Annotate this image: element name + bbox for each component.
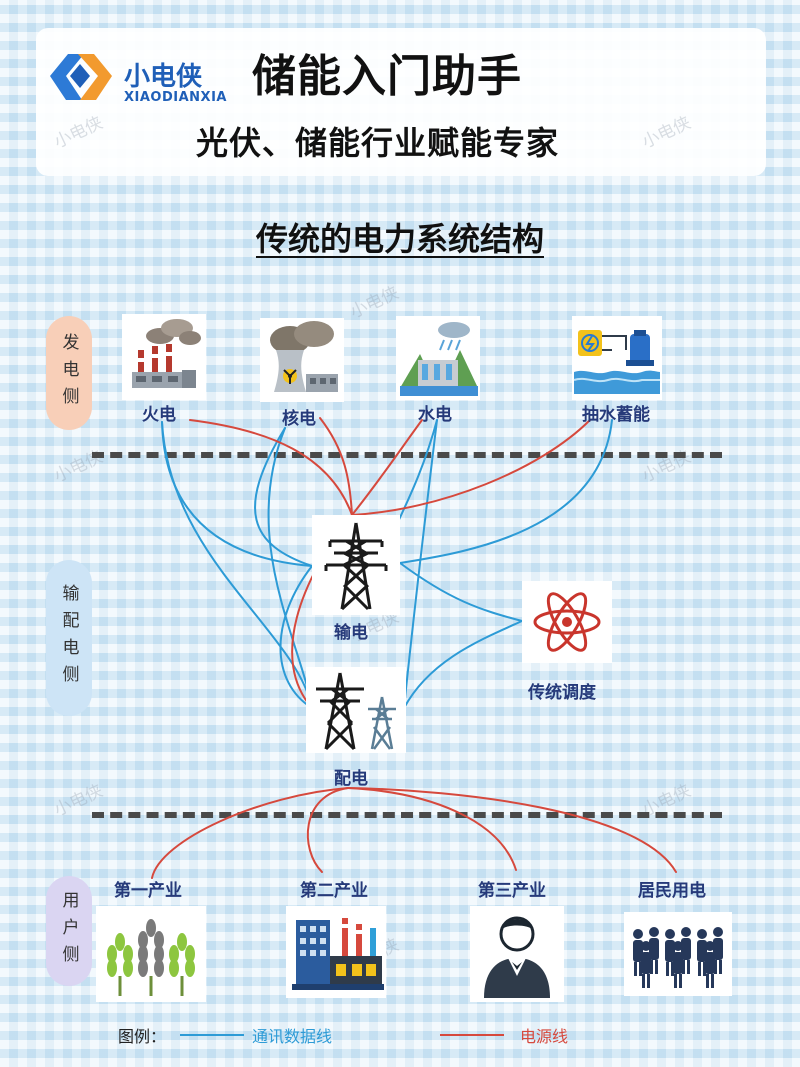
distribution-card <box>306 667 406 753</box>
divider-generation <box>92 452 722 458</box>
atom-icon <box>533 592 601 652</box>
pumped-storage-label: 抽水蓄能 <box>582 405 650 425</box>
transmission-tower-icon <box>324 522 388 611</box>
pumped-storage-icon <box>573 330 660 394</box>
legend-data-line-swatch <box>180 1034 244 1036</box>
thermal-plant-card <box>122 314 206 400</box>
distribution-tower-icon <box>316 672 396 751</box>
thermal-plant-label: 火电 <box>142 405 176 425</box>
legend-power-line-swatch <box>440 1034 504 1036</box>
secondary-industry-card <box>286 906 386 998</box>
legend-power-line-label: 电源线 <box>520 1027 569 1046</box>
dispatch-label: 传统调度 <box>528 683 596 703</box>
dispatch-card <box>522 581 612 663</box>
crowd-icon <box>633 927 723 988</box>
tertiary-industry-label: 第三产业 <box>478 881 546 901</box>
nuclear-plant-icon <box>270 321 338 392</box>
nuclear-plant-label: 核电 <box>282 409 316 429</box>
primary-industry-card <box>96 906 206 1002</box>
wheat-icon <box>107 919 195 996</box>
residential-card <box>624 912 732 996</box>
transmission-card <box>312 515 400 615</box>
secondary-industry-label: 第二产业 <box>300 881 368 901</box>
brand-name: 小电侠 <box>124 62 203 92</box>
primary-industry-label: 第一产业 <box>114 881 182 901</box>
header-card <box>36 28 766 176</box>
hydro-plant-label: 水电 <box>418 405 452 425</box>
nuclear-plant-card <box>260 318 344 402</box>
factory-icon <box>292 918 384 990</box>
divider-user <box>92 812 722 818</box>
brand-logo <box>50 54 112 100</box>
hydro-plant-icon <box>400 322 478 396</box>
section-title-text: 传统的电力系统结构 <box>255 220 544 258</box>
side-label-transmission: 输配电侧 <box>46 560 92 716</box>
power-lines <box>151 417 677 879</box>
legend-label: 图例： <box>118 1027 167 1046</box>
residential-label: 居民用电 <box>638 881 706 901</box>
side-label-generation: 发电侧 <box>46 316 92 430</box>
pumped-storage-card <box>572 316 662 400</box>
section-title: 传统的电力系统结构 <box>0 214 800 260</box>
app-title: 储能入门助手 <box>252 51 522 102</box>
distribution-label: 配电 <box>334 769 368 789</box>
businessman-icon <box>484 916 550 998</box>
thermal-plant-icon <box>132 319 201 388</box>
side-label-user: 用户侧 <box>46 876 92 986</box>
brand-pinyin: XIAODIANXIA <box>124 90 227 105</box>
transmission-label: 输电 <box>334 623 368 643</box>
app-subtitle: 光伏、储能行业赋能专家 <box>196 124 560 162</box>
hydro-plant-card <box>396 316 480 400</box>
tertiary-industry-card <box>470 906 564 1002</box>
legend-data-line-label: 通讯数据线 <box>252 1027 333 1046</box>
